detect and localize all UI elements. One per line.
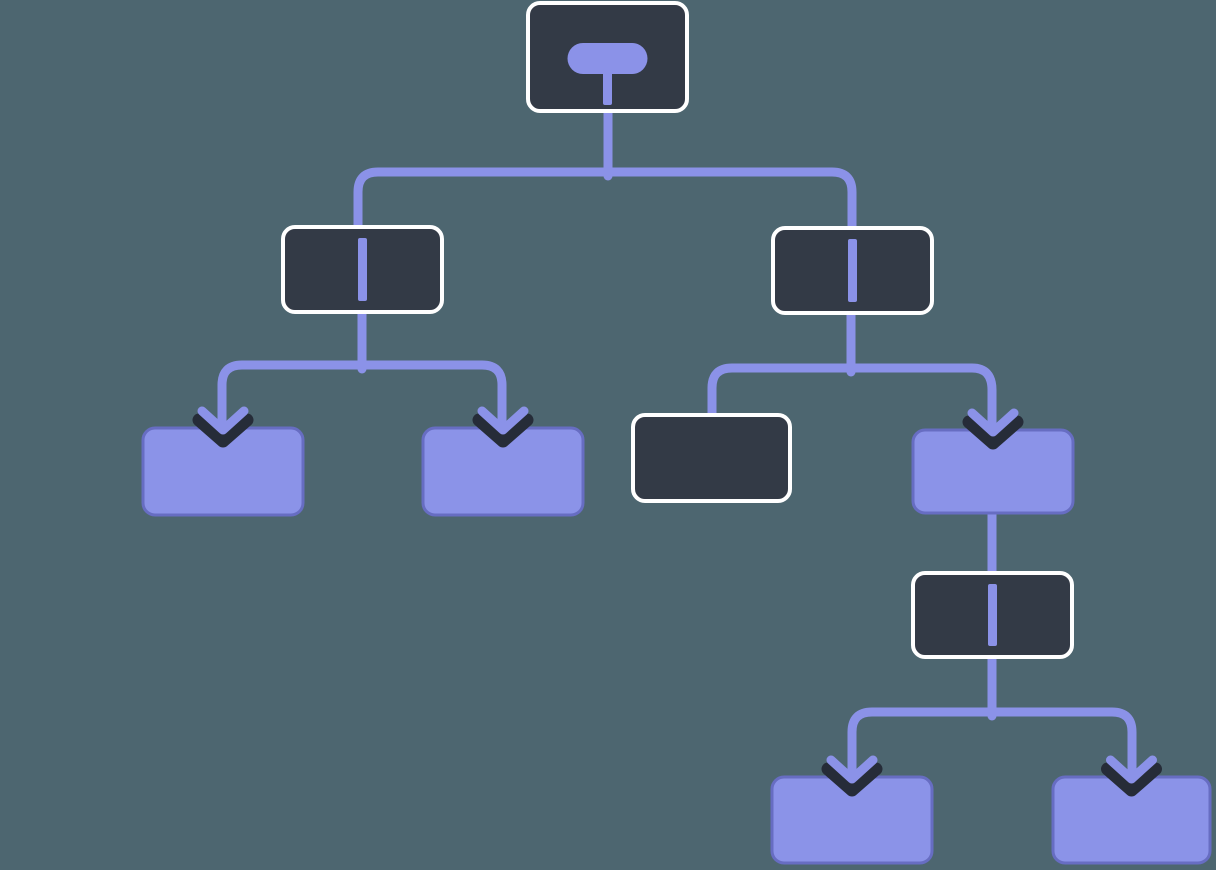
arrow-head-chevron bbox=[1106, 755, 1157, 784]
arrow-down-icon bbox=[962, 408, 1024, 450]
arrow-head-chevron bbox=[826, 755, 878, 784]
edge-left-rail bbox=[217, 360, 507, 437]
pass-through-line-icon bbox=[988, 584, 997, 646]
arrow-shadow-chevron bbox=[472, 413, 534, 448]
pass-through-line-icon bbox=[358, 238, 367, 301]
arrow-head-chevron bbox=[197, 406, 249, 435]
edge-top-rail bbox=[353, 167, 857, 238]
pass-through-line-icon bbox=[848, 239, 857, 302]
arrow-down-icon bbox=[1101, 755, 1162, 797]
arrow-head-chevron bbox=[967, 408, 1019, 437]
arrow-down-icon bbox=[192, 406, 254, 448]
tree-node-node-plain-dark[interactable] bbox=[631, 413, 792, 503]
arrow-down-icon bbox=[821, 755, 883, 797]
root-pill-stem-icon bbox=[603, 69, 612, 105]
arrow-head-chevron bbox=[477, 406, 529, 435]
arrow-down-icon bbox=[472, 406, 534, 448]
root-pill-icon bbox=[567, 43, 648, 74]
arrow-shadow-chevron bbox=[821, 762, 883, 797]
edge-right-rail bbox=[707, 363, 997, 439]
arrow-shadow-chevron bbox=[962, 415, 1024, 450]
arrow-shadow-chevron bbox=[192, 413, 254, 448]
arrow-shadow-chevron bbox=[1101, 762, 1162, 797]
edge-bottom-rail bbox=[847, 707, 1137, 786]
